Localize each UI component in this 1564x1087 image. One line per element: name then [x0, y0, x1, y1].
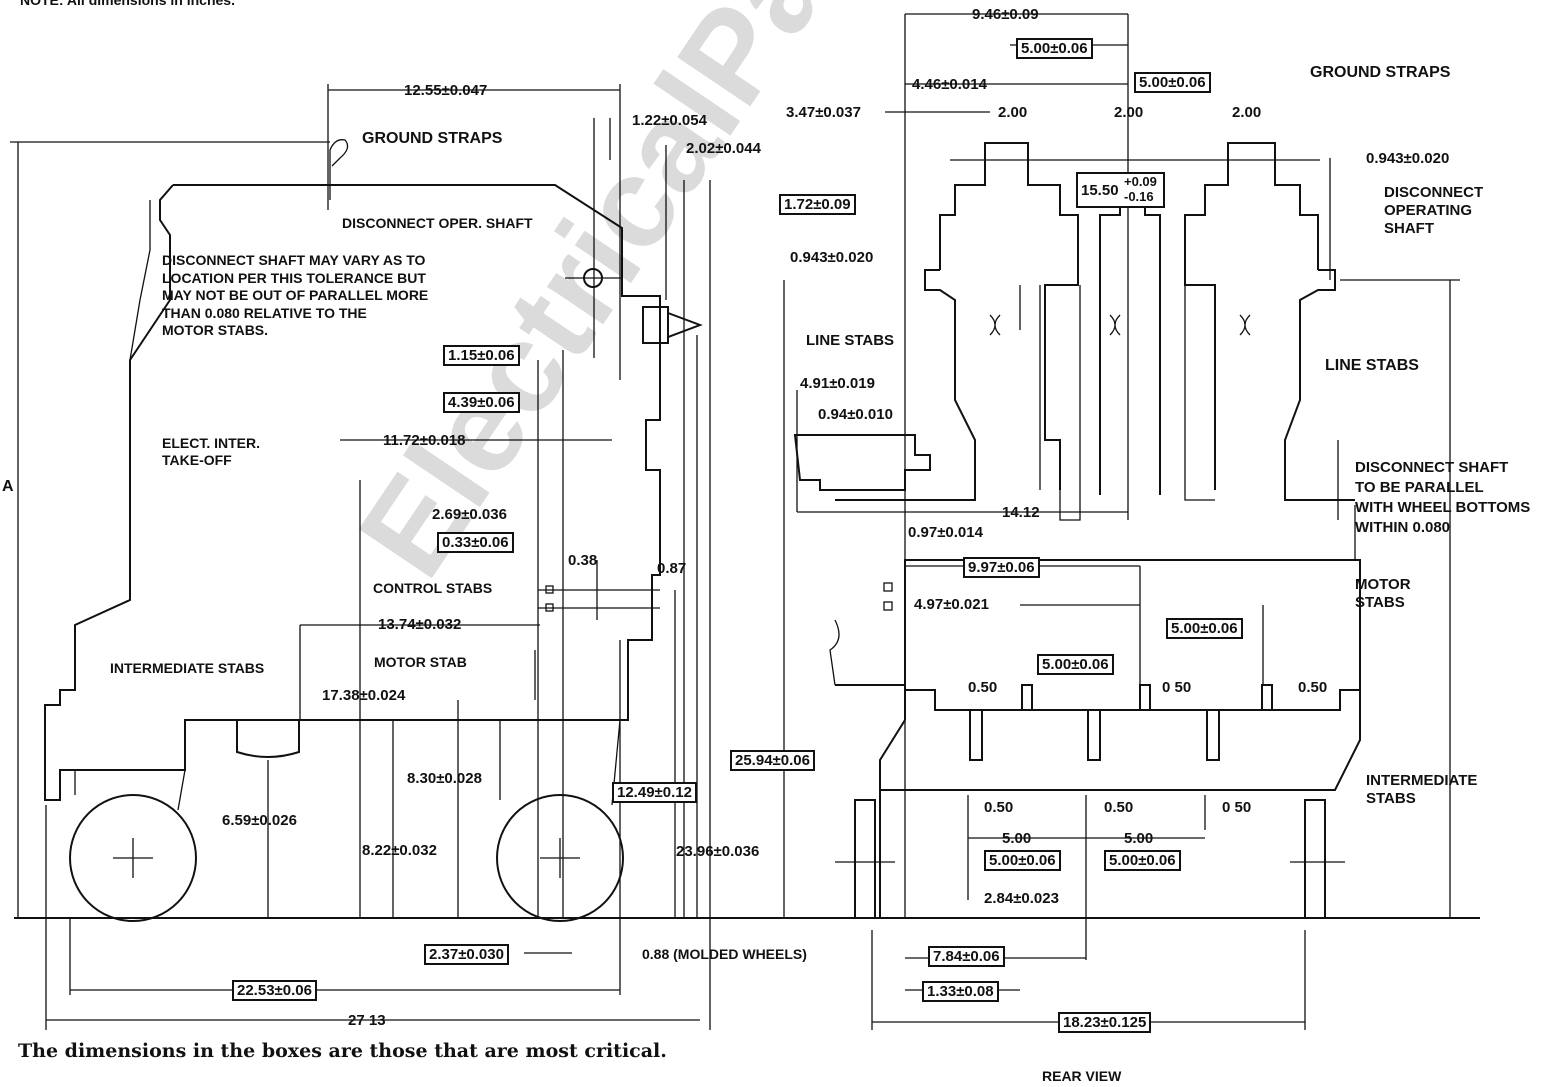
dim-17-38: 17.38±0.024: [322, 687, 406, 704]
dim-2-84: 2.84±0.023: [984, 890, 1059, 907]
dim-12-49: 12.49±0.12: [612, 782, 697, 803]
label-line-stabs-left: LINE STABS: [806, 332, 895, 349]
dim-2-00-c: 2.00: [1232, 104, 1262, 121]
dim-0-50-b: 0 50: [1162, 679, 1192, 696]
dim-2-37: 2.37±0.030: [424, 944, 509, 965]
label-motor-stab: MOTOR STAB: [374, 654, 467, 670]
label-motor-stabs: MOTOR STABS: [1355, 576, 1411, 611]
label-disconnect-parallel: DISCONNECT SHAFT TO BE PARALLEL WITH WHE…: [1355, 459, 1531, 536]
dim-2-02: 2.02±0.044: [686, 140, 761, 157]
dim-15-50-tolerance: +0.09 -0.16: [1124, 174, 1157, 204]
dim-13-74: 13.74±0.032: [378, 616, 462, 633]
label-disconnect-note: DISCONNECT SHAFT MAY VARY AS TO LOCATION…: [162, 252, 429, 339]
note-text: NOTE: All dimensions in inches.: [20, 0, 235, 8]
dim-0-38: 0.38: [568, 552, 598, 569]
dim-8-22: 8.22±0.032: [362, 842, 437, 859]
dim-0-87: 0.87: [657, 560, 687, 577]
dim-2-69: 2.69±0.036: [432, 506, 507, 523]
dim-9-97: 9.97±0.06: [963, 557, 1040, 578]
dim-5-00-b1: 5.00±0.06: [984, 850, 1061, 871]
dim-4-39: 4.39±0.06: [443, 392, 520, 413]
label-control-stabs: CONTROL STABS: [373, 580, 493, 596]
dim-1-22: 1.22±0.054: [632, 112, 707, 129]
dim-0-50-c: 0.50: [1298, 679, 1328, 696]
dim-3-47: 3.47±0.037: [786, 104, 861, 121]
label-intermediate-stabs-right: INTERMEDIATE STABS: [1366, 772, 1478, 807]
dim-8-30: 8.30±0.028: [407, 770, 482, 787]
caption-text: The dimensions in the boxes are those th…: [18, 1040, 667, 1062]
dim-2-00-a: 2.00: [998, 104, 1028, 121]
dim-15-50: 15.50 +0.09 -0.16: [1076, 172, 1165, 208]
dim-4-97: 4.97±0.021: [914, 596, 989, 613]
right-wheel: [496, 794, 624, 922]
rear-view-title: REAR VIEW: [1042, 1068, 1122, 1084]
dim-1-33: 1.33±0.08: [922, 981, 999, 1002]
dim-22-53: 22.53±0.06: [232, 980, 317, 1001]
label-line-stabs-right: LINE STABS: [1325, 357, 1419, 374]
dim-27-13: 27 13: [348, 1012, 386, 1029]
dim-25-94: 25.94±0.06: [730, 750, 815, 771]
label-disconnect-oper-shaft: DISCONNECT OPER. SHAFT: [342, 215, 533, 231]
dim-4-46: 4.46±0.014: [912, 76, 987, 93]
dim-5-00-mid: 5.00±0.06: [1037, 654, 1114, 675]
label-ground-straps-left: GROUND STRAPS: [362, 130, 503, 147]
dim-9-46: 9.46±0.09: [972, 6, 1039, 23]
dim-a-label: A: [2, 478, 14, 495]
label-ground-straps-right: GROUND STRAPS: [1310, 64, 1451, 81]
dim-5-00-top2: 5.00±0.06: [1134, 72, 1211, 93]
label-elect-inter: ELECT. INTER. TAKE-OFF: [162, 435, 261, 468]
dim-0-50-d: 0.50: [984, 799, 1014, 816]
dim-11-72: 11.72±0.018: [383, 432, 466, 449]
dim-1-15: 1.15±0.06: [443, 345, 520, 366]
dim-23-96: 23.96±0.036: [676, 843, 760, 860]
dim-5-00-top: 5.00±0.06: [1016, 38, 1093, 59]
label-intermediate-stabs-left: INTERMEDIATE STABS: [110, 660, 265, 676]
label-disconnect-operating-shaft: DISCONNECT OPERATING SHAFT: [1384, 184, 1484, 237]
dim-5-00-p2: 5.00: [1124, 830, 1154, 847]
dim-0-943-left: 0.943±0.020: [790, 249, 874, 266]
dim-5-00-b2: 5.00±0.06: [1104, 850, 1181, 871]
dim-0-88-molded-wheels: 0.88 (MOLDED WHEELS): [642, 946, 807, 962]
dim-15-50-value: 15.50: [1081, 182, 1119, 199]
dim-12-55: 12.55±0.047: [404, 82, 488, 99]
dim-0-33: 0.33±0.06: [437, 532, 514, 553]
dim-0-50-e: 0.50: [1104, 799, 1134, 816]
dim-2-00-b: 2.00: [1114, 104, 1144, 121]
dim-6-59: 6.59±0.026: [222, 812, 297, 829]
dim-7-84: 7.84±0.06: [928, 946, 1005, 967]
dim-5-00-p1: 5.00: [1002, 830, 1032, 847]
dim-0-94: 0.94±0.010: [818, 406, 893, 423]
dim-5-00-motor: 5.00±0.06: [1166, 618, 1243, 639]
dim-0-50-f: 0 50: [1222, 799, 1252, 816]
dim-0-50-a: 0.50: [968, 679, 998, 696]
dim-4-91: 4.91±0.019: [800, 375, 875, 392]
dim-1-72: 1.72±0.09: [779, 194, 856, 215]
dim-0-97: 0.97±0.014: [908, 524, 983, 541]
dim-0-943-right: 0.943±0.020: [1366, 150, 1450, 167]
dim-14-12: 14.12: [1002, 504, 1040, 521]
dim-18-23: 18.23±0.125: [1058, 1012, 1152, 1033]
left-wheel: [69, 794, 197, 922]
